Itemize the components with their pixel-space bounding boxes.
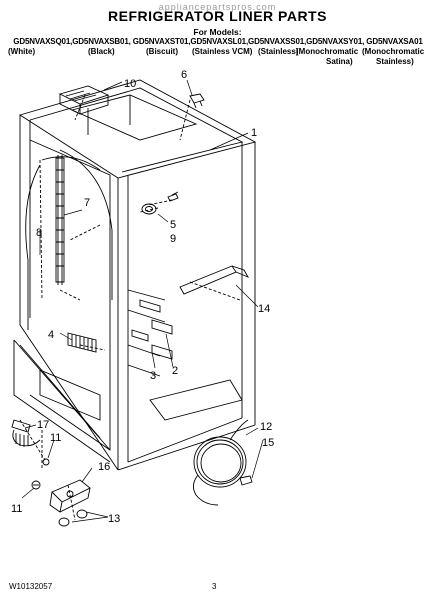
callout-4: 4 bbox=[48, 329, 54, 341]
vent-grille bbox=[67, 332, 97, 353]
shelf-ladder-rail bbox=[55, 157, 65, 283]
color-stainless-2: Stainless) bbox=[376, 57, 414, 66]
color-satina: Satina) bbox=[326, 57, 353, 66]
light-housing bbox=[49, 479, 91, 513]
page-title: REFRIGERATOR LINER PARTS bbox=[108, 8, 327, 24]
color-stainless: (Stainless) bbox=[258, 47, 299, 56]
color-white: (White) bbox=[8, 47, 36, 56]
for-models-label: For Models: bbox=[193, 27, 242, 37]
color-biscuit: (Biscuit) bbox=[146, 47, 178, 56]
assembly-lines bbox=[19, 94, 241, 521]
callout-9: 9 bbox=[170, 233, 176, 245]
shelf-supports bbox=[131, 299, 173, 360]
callout-2: 2 bbox=[172, 365, 178, 377]
callout-15: 15 bbox=[262, 437, 274, 449]
wire-harness bbox=[11, 419, 41, 447]
callout-11-bottom: 11 bbox=[11, 503, 22, 515]
callout-3: 3 bbox=[150, 370, 156, 382]
callout-5: 5 bbox=[170, 219, 176, 231]
damper-part bbox=[189, 93, 205, 109]
callout-6: 6 bbox=[181, 69, 187, 81]
callout-7: 7 bbox=[84, 197, 90, 209]
callout-16: 16 bbox=[98, 461, 110, 473]
screw-parts bbox=[31, 458, 50, 490]
callout-10: 10 bbox=[124, 78, 136, 90]
callout-8: 8 bbox=[36, 227, 42, 239]
callout-numbers: 10 6 1 7 8 5 9 14 4 3 2 17 11 16 12 15 1… bbox=[11, 69, 274, 525]
round-cap bbox=[141, 191, 179, 215]
control-module bbox=[58, 85, 110, 115]
callout-13: 13 bbox=[108, 513, 120, 525]
light-bulbs bbox=[58, 509, 88, 527]
screw-5-9 bbox=[167, 193, 179, 202]
shelf-bracket bbox=[179, 265, 250, 295]
color-stainless-vcm: (Stainless VCM) bbox=[192, 47, 253, 56]
callout-1: 1 bbox=[251, 127, 257, 139]
model-numbers: GD5NVAXSQ01,GD5NVAXSB01, GD5NVAXST01,GD5… bbox=[13, 37, 423, 46]
tube-clamp bbox=[239, 475, 253, 486]
color-black: (Black) bbox=[88, 47, 115, 56]
page-number: 3 bbox=[212, 582, 217, 591]
callout-17: 17 bbox=[37, 419, 49, 431]
watermark: appliancepartspros.com bbox=[158, 2, 277, 12]
color-monochromatic-2: (Monochromatic bbox=[362, 47, 425, 56]
callout-14: 14 bbox=[258, 303, 270, 315]
callout-11-top: 11 bbox=[50, 432, 61, 444]
document-number: W10132057 bbox=[9, 582, 53, 591]
leader-lines bbox=[21, 79, 264, 523]
callout-12: 12 bbox=[260, 421, 272, 433]
color-monochromatic-1: (Monochromatic bbox=[296, 47, 359, 56]
liner-body bbox=[13, 79, 257, 471]
water-tubing-coil bbox=[193, 419, 249, 506]
